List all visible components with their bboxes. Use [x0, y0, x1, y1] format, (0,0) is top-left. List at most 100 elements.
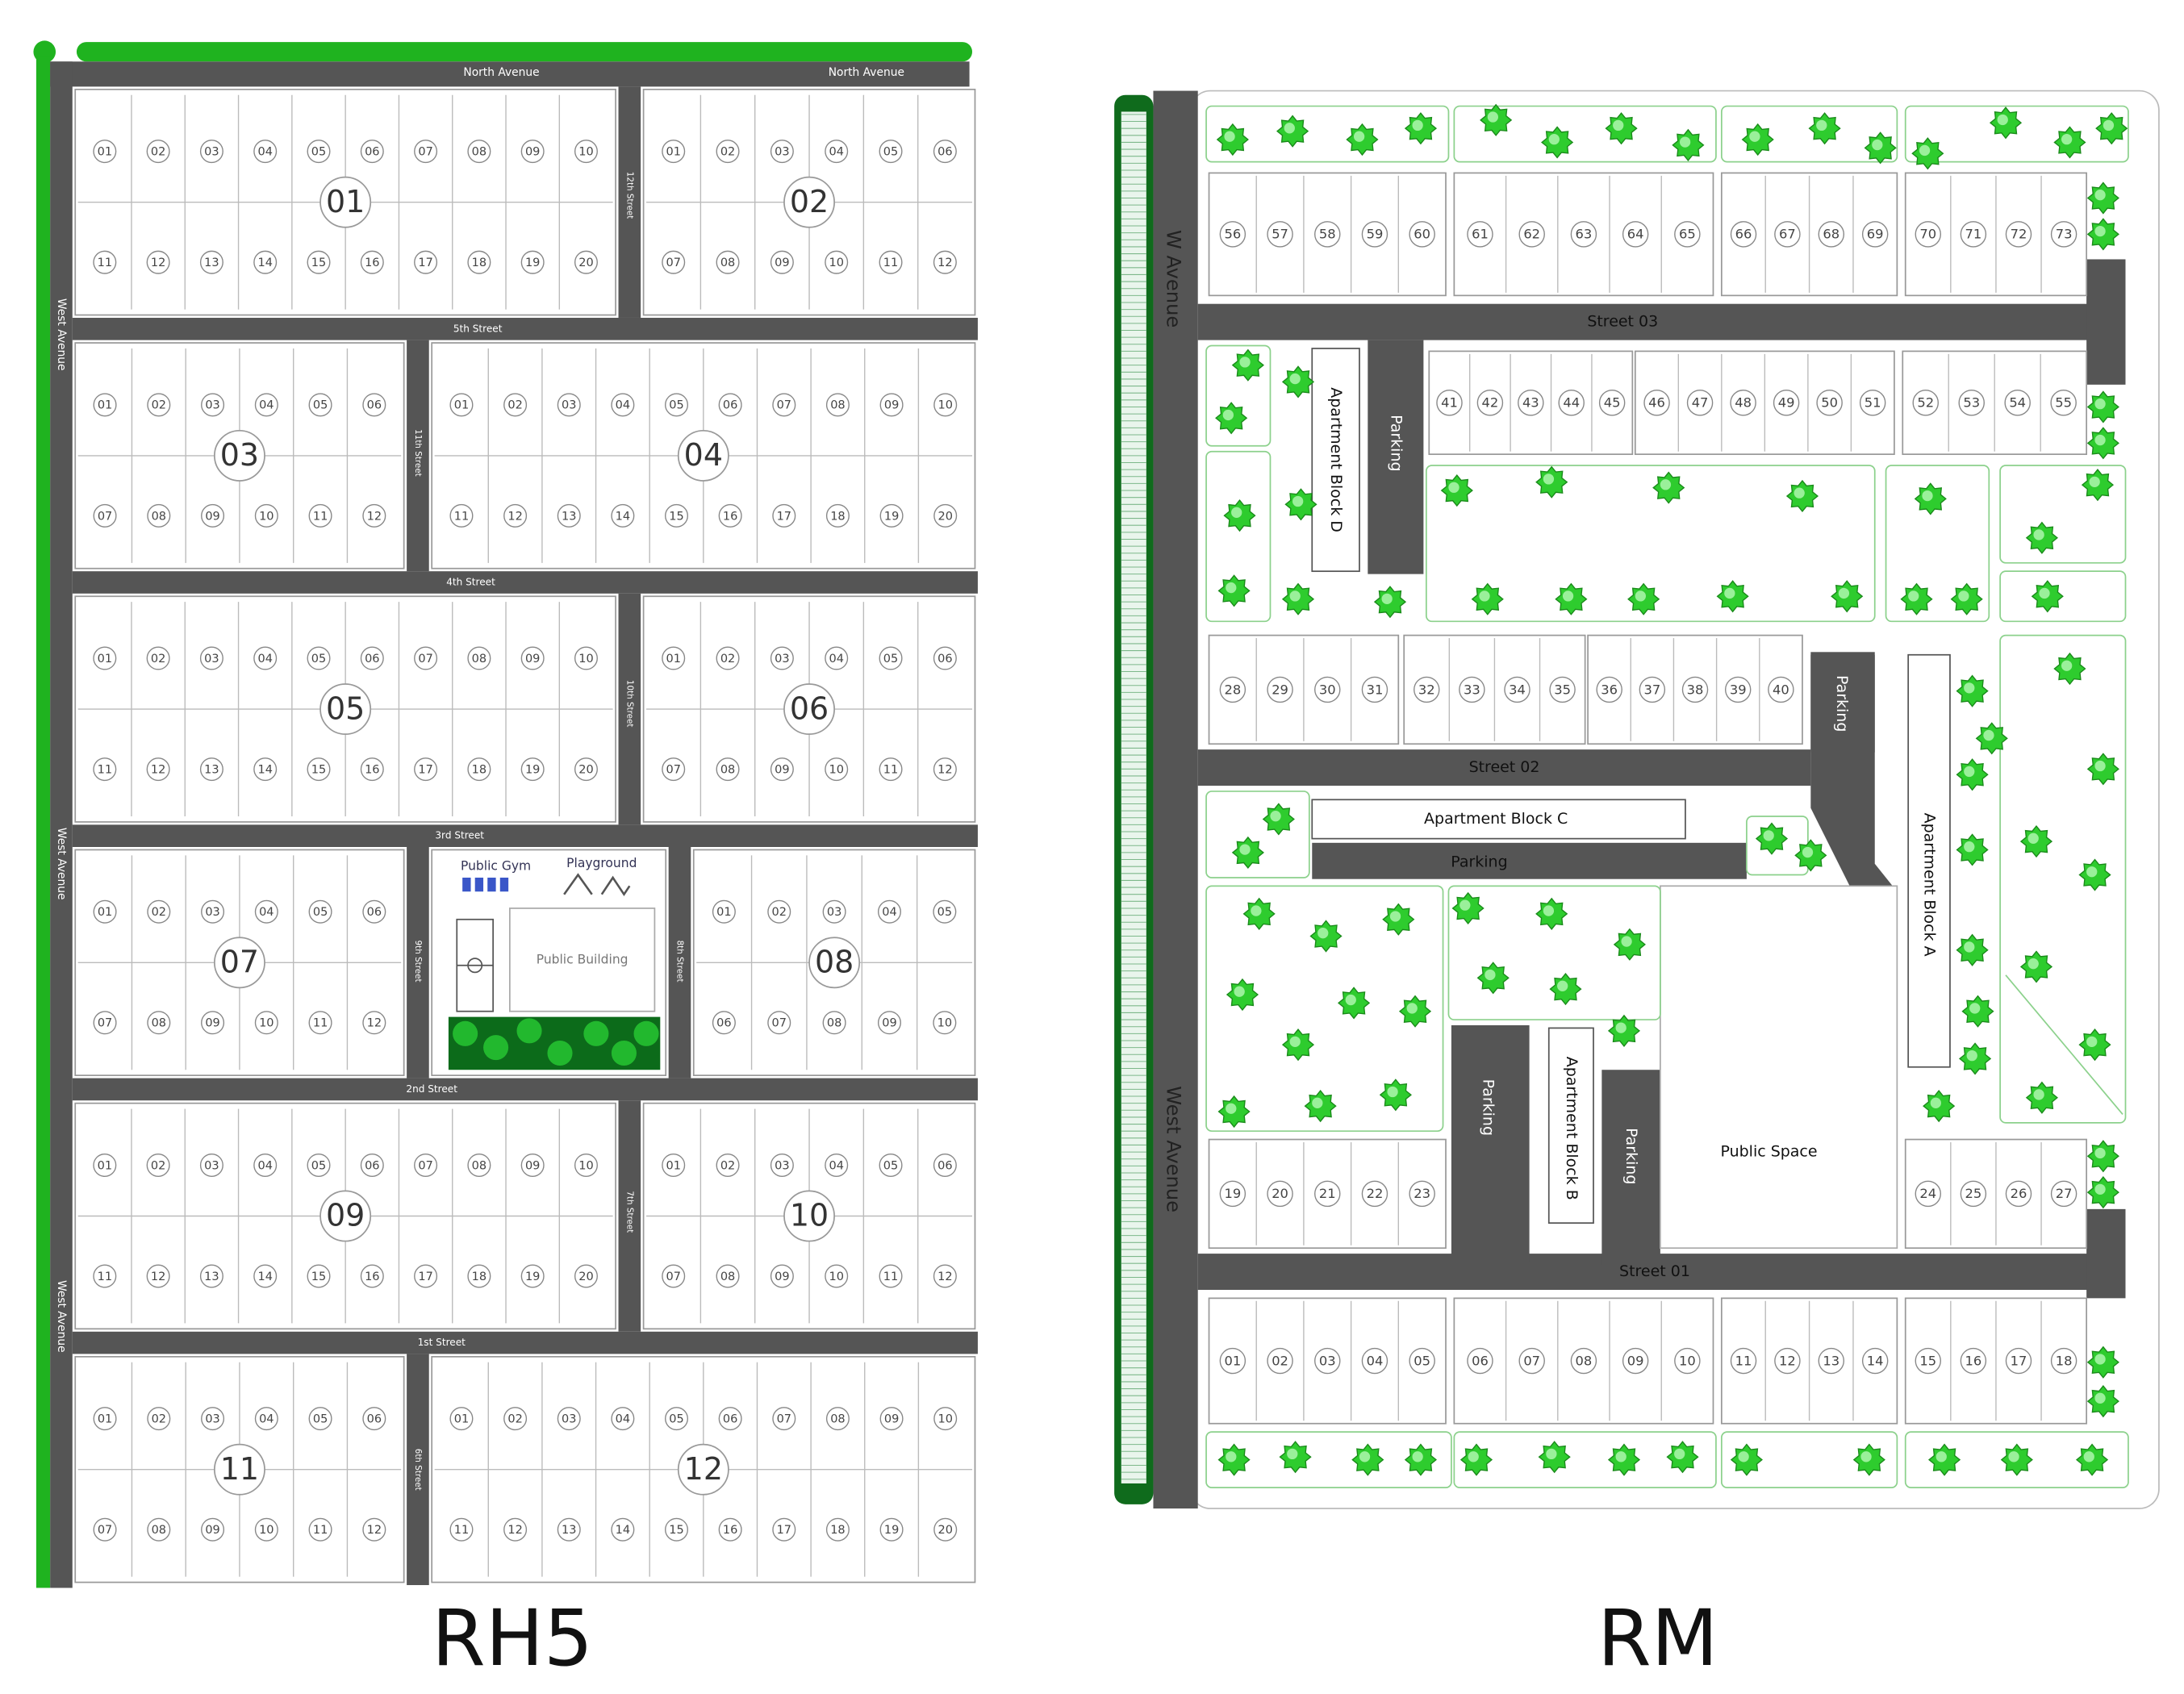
- lot-number: 04: [616, 399, 630, 412]
- street-label-8th: 8th Street: [674, 941, 684, 983]
- tree: [1398, 995, 1432, 1028]
- tree-highlight: [1543, 474, 1555, 485]
- lot-marker: [822, 1011, 846, 1035]
- lot-number: 14: [257, 763, 272, 776]
- tree-highlight: [2094, 398, 2106, 410]
- lot-number: 02: [152, 906, 166, 919]
- tree-highlight: [1838, 587, 1850, 599]
- tree-highlight: [1546, 1448, 1557, 1460]
- lot-number: 42: [1482, 395, 1499, 411]
- lot-marker: [574, 646, 598, 670]
- lot-marker: [93, 1011, 117, 1035]
- lot-marker: [199, 757, 223, 782]
- lot-marker: [1674, 1347, 1701, 1375]
- lot-number: 43: [1522, 395, 1539, 411]
- tree: [2031, 580, 2064, 613]
- lot-number: 55: [2055, 395, 2072, 411]
- lot-marker: [307, 1153, 331, 1177]
- tree: [2025, 1081, 2058, 1114]
- lot-marker: [520, 140, 545, 164]
- lot-marker: [503, 1407, 528, 1431]
- tree-highlight: [2094, 760, 2106, 772]
- tree-highlight: [2094, 1183, 2106, 1195]
- block-number: 09: [326, 1198, 365, 1233]
- tree-highlight: [1251, 905, 1262, 916]
- street-label-9th: 9th Street: [413, 941, 423, 983]
- street-label-street-01: Street 01: [1619, 1262, 1690, 1280]
- lot-marker: [770, 646, 794, 670]
- tree: [1900, 582, 1933, 615]
- lot-marker: [308, 393, 332, 417]
- lot-number: 23: [1414, 1186, 1430, 1201]
- lot-marker: [360, 646, 384, 670]
- lot-number: 04: [257, 145, 272, 158]
- lot-marker: [254, 899, 278, 924]
- lot-marker: [93, 503, 117, 528]
- lot-number: 13: [204, 763, 219, 776]
- tree: [1337, 987, 1371, 1020]
- street-label-6th: 6th Street: [413, 1449, 423, 1491]
- lot-number: 20: [578, 763, 593, 776]
- lot-number: 12: [151, 1270, 165, 1283]
- lot-marker: [93, 250, 117, 274]
- lot-marker: [307, 1264, 331, 1288]
- lot-number: 15: [311, 763, 326, 776]
- lot-marker: [1314, 1347, 1341, 1375]
- lot-number: 03: [1319, 1353, 1336, 1368]
- tree-highlight: [1543, 905, 1555, 916]
- lot-number: 06: [937, 1159, 952, 1172]
- tree: [2019, 950, 2053, 983]
- lot-marker: [307, 757, 331, 782]
- tree: [1217, 574, 1251, 607]
- lot-number: 56: [1224, 227, 1241, 242]
- lot-marker: [201, 899, 225, 924]
- lot-marker: [716, 1264, 740, 1288]
- lot-marker: [449, 1517, 474, 1542]
- green-parcel: [1425, 465, 1876, 623]
- lot-number: 13: [204, 1270, 219, 1283]
- lot-number: 06: [723, 399, 737, 412]
- lot-marker: [147, 503, 171, 528]
- lot-marker: [1219, 1347, 1247, 1375]
- tree-highlight: [2094, 1392, 2106, 1404]
- lot-marker: [1267, 676, 1293, 703]
- road: [668, 847, 691, 1079]
- lot-number: 06: [365, 1159, 379, 1172]
- lot-marker: [414, 140, 438, 164]
- street-label-west-avenue: West Avenue: [1163, 1086, 1185, 1212]
- tree-highlight: [1930, 1097, 1942, 1108]
- lot-number: 01: [716, 906, 731, 919]
- tree-highlight: [2083, 1451, 2094, 1462]
- lot-number: 12: [151, 257, 165, 269]
- lot-number: 07: [772, 1017, 787, 1030]
- tree-highlight: [1239, 357, 1251, 368]
- court-circle: [467, 958, 483, 974]
- lot-number: 09: [205, 1017, 219, 1030]
- lot-number: 16: [365, 1270, 379, 1283]
- lot-number: 64: [1627, 227, 1644, 242]
- block-number: 07: [220, 945, 259, 980]
- lot-number: 12: [367, 1524, 382, 1537]
- lot-number: 04: [257, 653, 272, 666]
- lot-number: 01: [98, 399, 112, 412]
- lot-number: 20: [937, 510, 952, 523]
- green-parcel: [1720, 1431, 1898, 1489]
- tree: [2075, 1443, 2109, 1476]
- tree: [1672, 128, 1705, 161]
- lot-number: 01: [98, 1159, 112, 1172]
- lot-marker: [825, 1153, 849, 1177]
- lot-number: 51: [1865, 395, 1881, 411]
- lot-marker: [1518, 390, 1544, 416]
- lot-number: 12: [367, 1017, 382, 1030]
- green-belt-west: [35, 56, 51, 1588]
- lot-number: 10: [578, 1159, 593, 1172]
- tree-highlight: [1459, 899, 1471, 911]
- lot-number: 03: [205, 399, 219, 412]
- tree: [1852, 1443, 1885, 1476]
- lot-number: 04: [259, 1413, 274, 1426]
- tree-highlight: [1763, 830, 1774, 841]
